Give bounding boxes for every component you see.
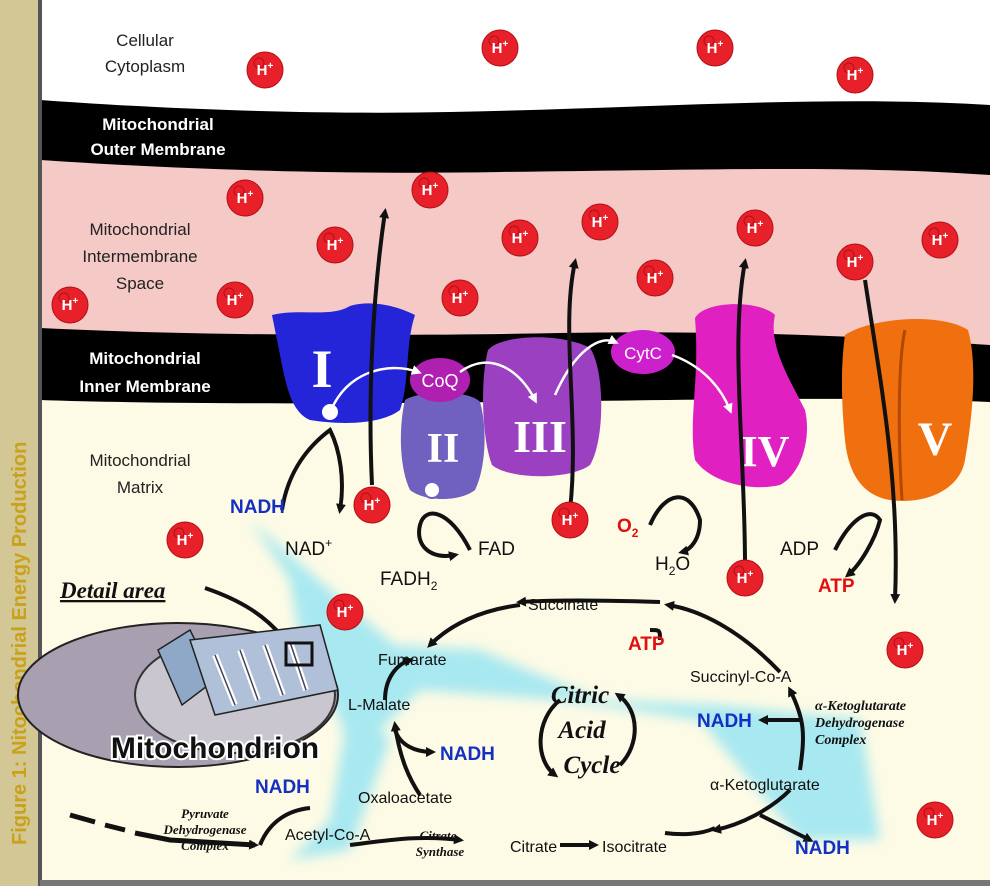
proton-marker: H+ <box>442 280 478 316</box>
label-succinate: Succinate <box>528 597 598 614</box>
proton-marker: H+ <box>52 287 88 323</box>
label-oxaloacetate: Oxaloacetate <box>358 790 452 807</box>
label-akg-dh-3: Complex <box>815 733 866 748</box>
proton-marker: H+ <box>917 802 953 838</box>
proton-marker: H+ <box>552 502 588 538</box>
label-nadh-5: NADH <box>795 838 850 859</box>
cytc-label: CytC <box>624 344 662 363</box>
label-fad: FAD <box>478 539 515 560</box>
label-nad-plus: NAD+ <box>285 536 332 560</box>
label-isocitrate: Isocitrate <box>602 839 667 856</box>
figure-title: Figure 1: Nitochondrial Energy Productio… <box>9 442 31 845</box>
complex-v <box>842 319 973 501</box>
proton-marker: H+ <box>837 244 873 280</box>
label-citrate: Citrate <box>510 839 557 856</box>
proton-marker: H+ <box>887 632 923 668</box>
region-label-cytoplasm-1: Cellular <box>116 31 174 50</box>
proton-marker: H+ <box>167 522 203 558</box>
label-nadh-1: NADH <box>230 497 285 518</box>
label-nadh-4: NADH <box>255 777 310 798</box>
label-atp-1: ATP <box>818 576 855 597</box>
label-atp-2: ATP <box>628 634 665 655</box>
title-bar-edge <box>38 0 42 886</box>
proton-marker: H+ <box>737 210 773 246</box>
label-pdh-1: Pyruvate <box>181 806 229 821</box>
region-label-ims-3: Space <box>116 274 164 293</box>
complex-i-site <box>321 403 339 421</box>
cycle-name-1: Citric <box>551 682 609 709</box>
proton-marker: H+ <box>327 594 363 630</box>
complex-ii-label: II <box>427 426 460 472</box>
cycle-name-2: Acid <box>556 717 606 744</box>
outer-membrane <box>40 100 990 175</box>
complex-iv-label: IV <box>741 427 790 476</box>
proton-marker: H+ <box>922 222 958 258</box>
label-akg-dh-2: Dehydrogenase <box>814 716 904 731</box>
region-label-matrix-2: Matrix <box>117 478 164 497</box>
mitochondrion-label: Mitochondrion <box>111 732 319 765</box>
label-nadh-2: NADH <box>697 711 752 732</box>
label-l-malate: L-Malate <box>348 697 410 714</box>
region-label-ims-2: Intermembrane <box>82 247 197 266</box>
label-acetyl-coa: Acetyl-Co-A <box>285 827 371 844</box>
label-fadh2: FADH2 <box>380 569 438 593</box>
region-label-inner-1: Mitochondrial <box>89 349 200 368</box>
proton-marker: H+ <box>837 57 873 93</box>
region-label-ims-1: Mitochondrial <box>89 220 190 239</box>
proton-marker: H+ <box>482 30 518 66</box>
proton-marker: H+ <box>727 560 763 596</box>
region-label-cytoplasm-2: Cytoplasm <box>105 57 185 76</box>
region-label-matrix-1: Mitochondrial <box>89 451 190 470</box>
label-akg-dh-1: α-Ketoglutarate <box>815 699 906 714</box>
detail-area-label: Detail area <box>59 578 165 603</box>
complex-i-label: I <box>311 339 332 399</box>
proton-marker: H+ <box>502 220 538 256</box>
proton-marker: H+ <box>637 260 673 296</box>
label-pdh-2: Dehydrogenase <box>162 822 246 837</box>
complex-ii-site <box>424 482 440 498</box>
region-label-outer-2: Outer Membrane <box>90 140 225 159</box>
region-label-outer-1: Mitochondrial <box>102 115 213 134</box>
label-akg: α-Ketoglutarate <box>710 777 820 794</box>
proton-marker: H+ <box>227 180 263 216</box>
cycle-name-3: Cycle <box>564 752 621 779</box>
label-adp: ADP <box>780 539 819 560</box>
proton-marker: H+ <box>582 204 618 240</box>
label-citrate-synthase-2: Synthase <box>416 844 465 859</box>
region-label-inner-2: Inner Membrane <box>79 377 210 396</box>
label-nadh-3: NADH <box>440 744 495 765</box>
label-citrate-synthase-1: Citrate <box>420 828 457 843</box>
proton-marker: H+ <box>354 487 390 523</box>
proton-marker: H+ <box>412 172 448 208</box>
frame-bottom <box>40 880 990 886</box>
complex-iii-label: III <box>513 411 567 462</box>
complex-v-label: V <box>918 413 953 466</box>
label-fumarate: Fumarate <box>378 652 447 669</box>
coq-label: CoQ <box>421 371 458 391</box>
label-pdh-3: Complex <box>181 838 229 853</box>
proton-marker: H+ <box>317 227 353 263</box>
proton-marker: H+ <box>247 52 283 88</box>
proton-marker: H+ <box>217 282 253 318</box>
proton-marker: H+ <box>697 30 733 66</box>
label-succinyl-coa: Succinyl-Co-A <box>690 669 792 686</box>
